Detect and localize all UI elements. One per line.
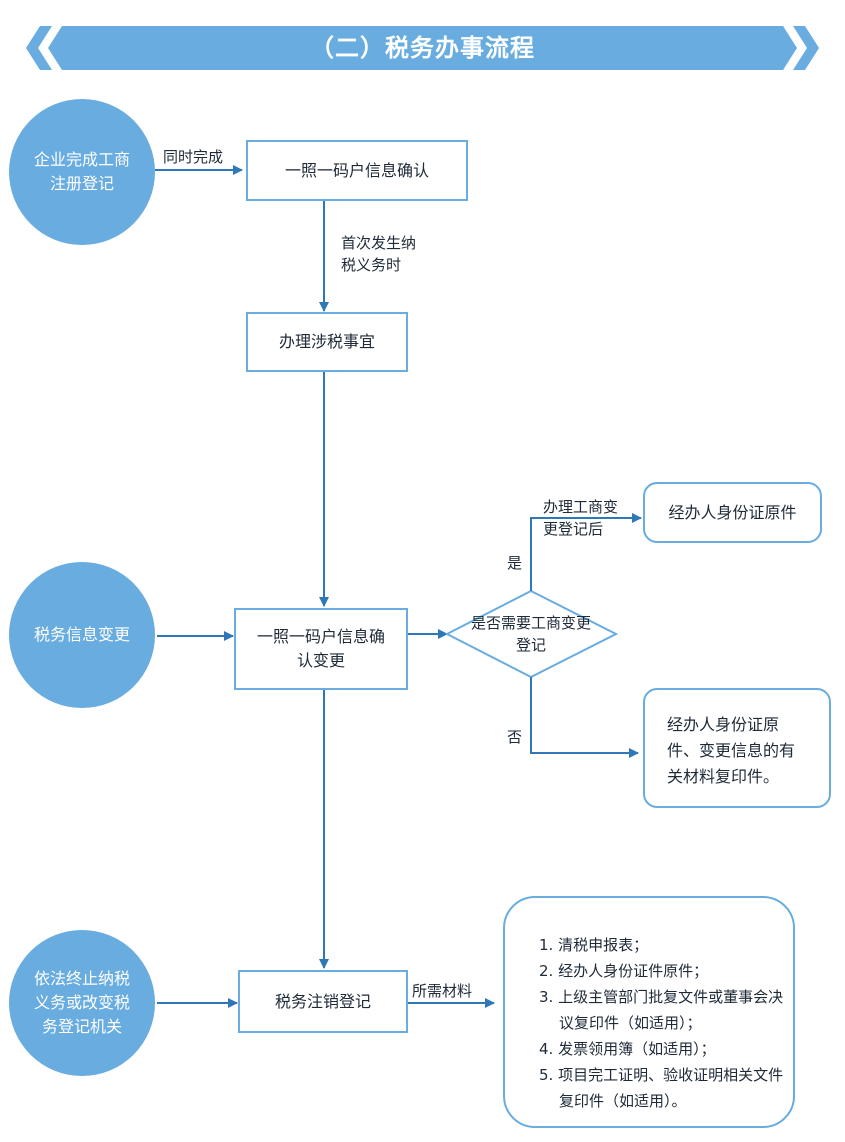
step-confirm-change: 一照一码户信息确认变更	[234, 608, 408, 690]
decision-yes-label: 是	[507, 554, 523, 572]
step-deregistration: 税务注销登记	[238, 970, 408, 1033]
trigger-enterprise-registration: 企业完成工商注册登记	[9, 99, 155, 245]
outcome-label: 经办人身份证原件、变更信息的有关材料复印件。	[667, 715, 796, 786]
edge-label-after-change: 办理工商变更登记后	[543, 498, 619, 538]
edge-no	[530, 677, 639, 758]
step-label: 税务注销登记	[274, 991, 371, 1011]
materials-list: 1. 清税申报表； 2. 经办人身份证件原件； 3. 上级主管部门批复文件或董事…	[539, 932, 783, 1114]
materials-item: 1. 清税申报表；	[539, 936, 649, 954]
trigger-tax-info-change: 税务信息变更	[9, 562, 155, 708]
step-label: 办理涉税事宜	[278, 332, 375, 351]
outcome-label: 经办人身份证原件	[668, 502, 797, 522]
banner-background	[26, 26, 819, 70]
edge-label-materials: 所需材料	[412, 982, 473, 1000]
materials-item: 4. 发票领用簿（如适用）；	[539, 1040, 716, 1058]
trigger-label: 依法终止纳税义务或改变税务登记机关	[33, 969, 130, 1036]
decision-question: 是否需要工商变更登记	[471, 614, 592, 654]
outcome-no: 经办人身份证原件、变更信息的有关材料复印件。	[643, 688, 831, 808]
required-materials-box: 1. 清税申报表； 2. 经办人身份证件原件； 3. 上级主管部门批复文件或董事…	[503, 896, 795, 1128]
step-confirm-info: 一照一码户信息确认	[246, 140, 468, 201]
materials-item: 2. 经办人身份证件原件；	[539, 962, 709, 980]
outcome-yes: 经办人身份证原件	[643, 482, 822, 543]
trigger-label: 企业完成工商注册登记	[33, 150, 130, 193]
trigger-label: 税务信息变更	[33, 625, 130, 644]
banner-right-chevron-icon	[793, 26, 819, 70]
materials-item: 3. 上级主管部门批复文件或董事会决议复印件（如适用）；	[539, 988, 784, 1032]
banner-bar	[48, 26, 797, 70]
edge-yes	[530, 513, 642, 591]
edge-label-simultaneous: 同时完成	[163, 148, 224, 166]
step-handle-tax: 办理涉税事宜	[246, 312, 408, 372]
trigger-termination: 依法终止纳税义务或改变税务登记机关	[9, 930, 155, 1076]
page-title: （二）税务办事流程	[310, 33, 535, 62]
materials-item: 5. 项目完工证明、验收证明相关文件复印件（如适用）。	[539, 1066, 784, 1110]
step-label: 一照一码户信息确认变更	[256, 627, 385, 670]
banner-left-chevron-icon	[26, 26, 52, 70]
edge-label-first-tax: 首次发生纳税义务时	[341, 234, 417, 274]
step-label: 一照一码户信息确认	[284, 160, 429, 180]
decision-no-label: 否	[507, 728, 523, 746]
